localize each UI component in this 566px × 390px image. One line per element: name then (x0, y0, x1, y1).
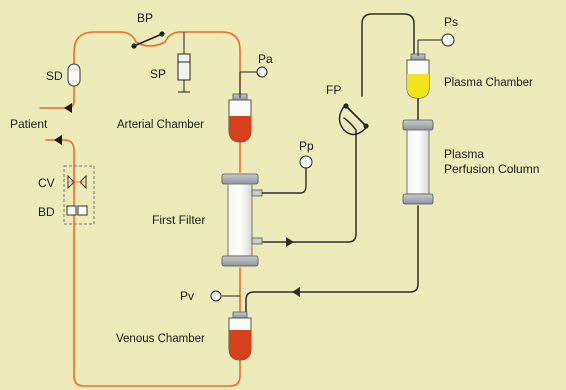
check-valve-icon (67, 174, 87, 190)
pv-label: Pv (180, 289, 194, 303)
arterial-chamber (228, 71, 258, 143)
arterial-chamber-label: Arterial Chamber (117, 119, 204, 131)
pressure-gauge-icon (210, 290, 222, 302)
sp-label: SP (150, 67, 166, 81)
venous-chamber-label: Venous Chamber (116, 333, 205, 345)
pressure-gauge-icon (299, 155, 313, 169)
plasma-line (245, 13, 419, 313)
first-filter-label: First Filter (152, 213, 205, 227)
patient-label: Patient (10, 117, 48, 131)
syringe-icon (177, 32, 191, 93)
plasma-perfusion-column (402, 119, 434, 205)
pp-label: Pp (299, 139, 314, 153)
sd-label: SD (46, 69, 63, 83)
venous-chamber (222, 295, 252, 361)
filtrate-pump (338, 103, 369, 136)
ps-label: Ps (444, 15, 458, 29)
fp-label: FP (326, 83, 341, 97)
bubble-detector-icon (66, 205, 88, 216)
pressure-gauge-icon (256, 66, 268, 78)
blood-pump (131, 31, 165, 49)
plasma-column-label-line2: Perfusion Column (444, 162, 539, 176)
pa-label: Pa (258, 52, 273, 66)
plasma-chamber-label: Plasma Chamber (444, 77, 533, 89)
bd-label: BD (38, 205, 55, 219)
blood-line (39, 31, 241, 387)
flow-arrow-icon (54, 103, 300, 297)
first-filter (221, 168, 307, 267)
plasma-column-label-line1: Plasma (444, 147, 484, 161)
plasma-chamber (406, 39, 442, 99)
cv-label: CV (38, 176, 55, 190)
safety-device (67, 63, 81, 87)
monitor-box (63, 165, 95, 225)
bp-label: BP (137, 11, 153, 25)
pressure-gauge-icon (441, 33, 455, 47)
